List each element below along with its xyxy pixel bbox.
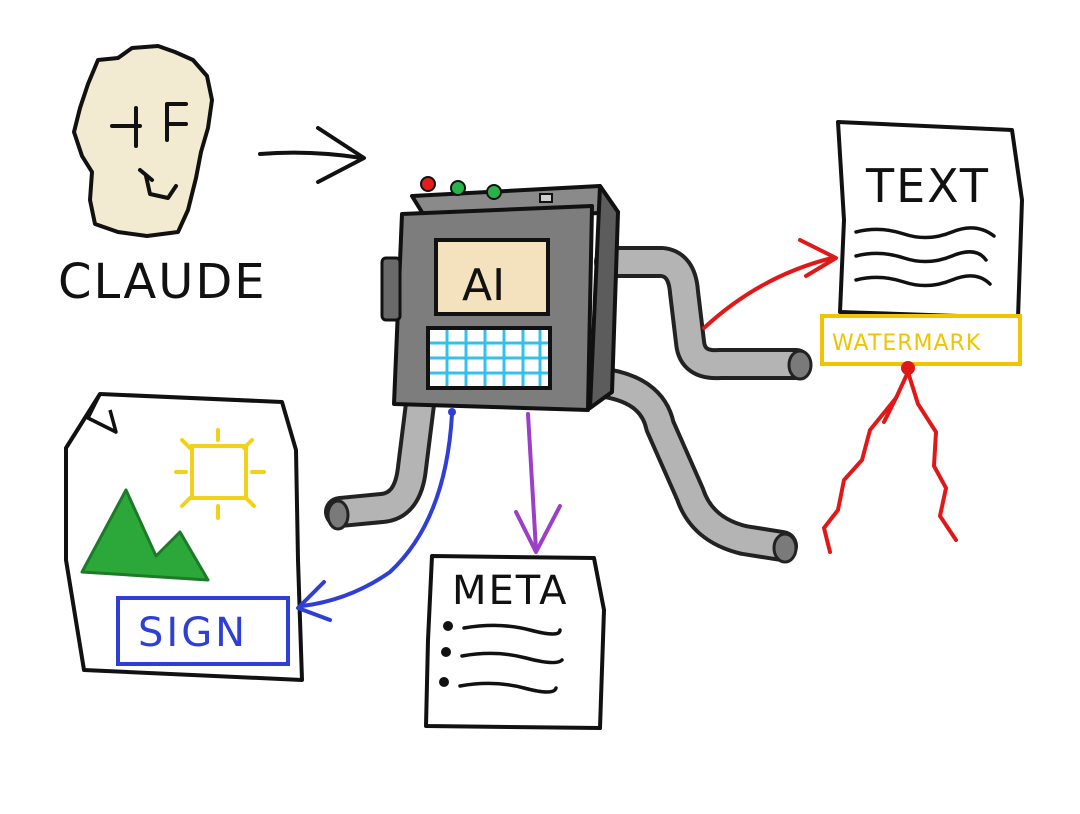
watermark-label: WATERMARK — [832, 331, 981, 356]
watermark-roots — [821, 361, 958, 554]
sign-label: SIGN — [138, 610, 248, 656]
meta-document-icon — [424, 554, 606, 730]
text-document-icon — [836, 120, 1024, 320]
blue-arrow — [296, 408, 456, 622]
claude-label: CLAUDE — [58, 254, 267, 310]
sign-tag — [116, 596, 290, 666]
ai-machine-icon — [380, 176, 620, 412]
purple-arrow — [514, 412, 562, 554]
watermark-tag — [820, 314, 1022, 366]
right-arrow-icon — [258, 126, 366, 184]
machine-pipes — [324, 246, 813, 564]
claude-face-icon — [72, 44, 214, 238]
text-document-label: TEXT — [865, 159, 990, 213]
ai-label: AI — [462, 260, 505, 311]
red-arrow — [702, 238, 838, 330]
meta-label: META — [452, 568, 568, 614]
